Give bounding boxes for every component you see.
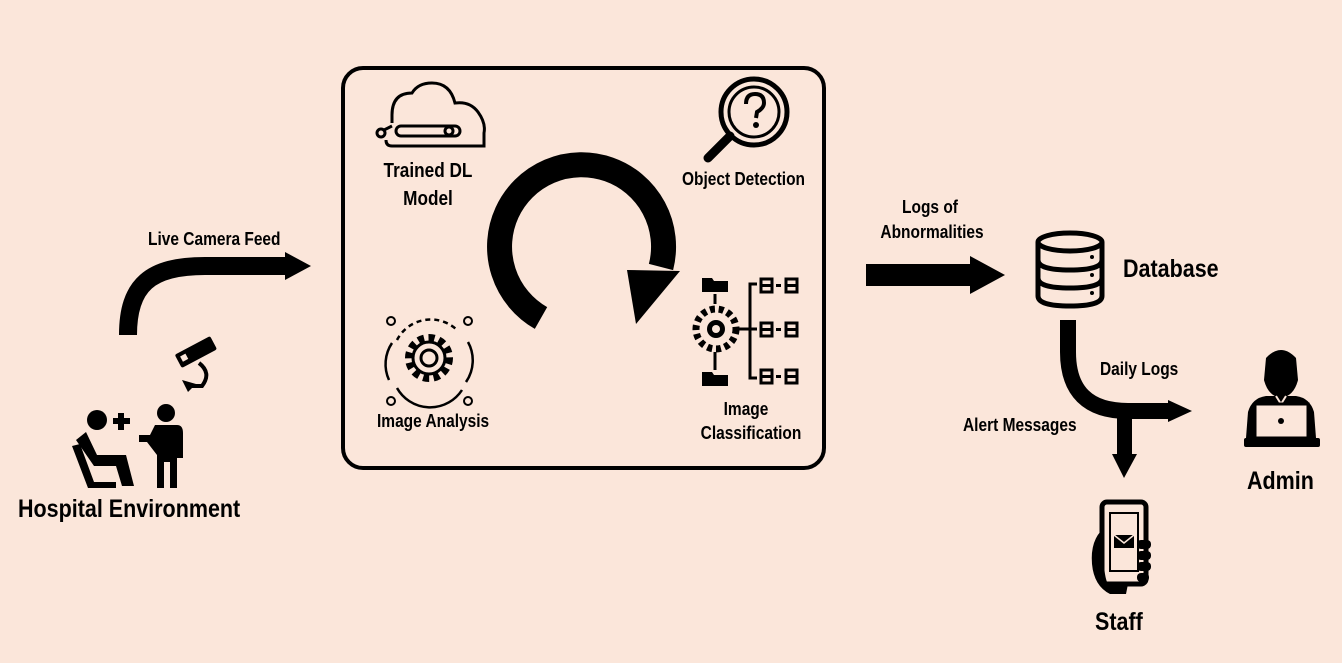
image-analysis-label: Image Analysis xyxy=(377,411,490,431)
phone-message-icon xyxy=(1091,499,1151,594)
live-feed-arrow xyxy=(119,257,290,336)
cloud-icon xyxy=(375,81,486,148)
trained-model-label-line1: Trained DL xyxy=(383,160,473,182)
magnifier-question-icon xyxy=(703,76,790,163)
admin-laptop-icon xyxy=(1244,350,1320,447)
cycle-arrow-icon xyxy=(487,152,680,329)
daily-logs-label: Daily Logs xyxy=(1100,359,1179,379)
logs-label-line2: Abnormalities xyxy=(880,222,984,242)
database-label: Database xyxy=(1123,255,1219,283)
classification-tree-icon xyxy=(692,277,799,386)
alert-messages-label: Alert Messages xyxy=(963,415,1077,435)
logs-label-line1: Logs of xyxy=(902,197,958,217)
live-camera-feed-label: Live Camera Feed xyxy=(148,229,281,249)
patient-doctor-icon xyxy=(72,404,183,488)
logs-arrow xyxy=(866,256,1005,294)
image-classification-label-line1: Image xyxy=(723,399,769,419)
process-box xyxy=(341,66,826,470)
object-detection-label: Object Detection xyxy=(682,169,806,189)
gear-cycle-icon xyxy=(384,316,474,409)
image-classification-label-line2: Classification xyxy=(700,423,802,443)
staff-label: Staff xyxy=(1095,608,1143,636)
trained-model-label-line2: Model xyxy=(403,188,453,210)
hospital-environment-label: Hospital Environment xyxy=(18,495,241,523)
database-output-arrows xyxy=(1060,320,1192,478)
cctv-camera-icon xyxy=(175,336,217,392)
database-icon xyxy=(1035,230,1105,309)
admin-label: Admin xyxy=(1247,467,1314,495)
live-feed-arrowhead xyxy=(285,252,311,280)
